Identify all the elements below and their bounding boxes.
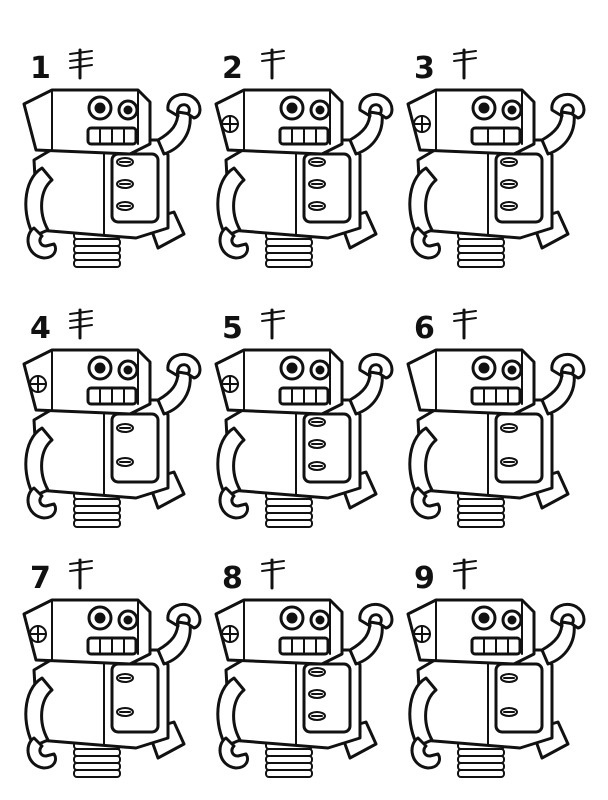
body-panel	[494, 412, 544, 484]
left-claw	[410, 226, 442, 260]
left-claw	[410, 736, 442, 770]
robot-drawing	[214, 308, 394, 528]
robot-cell-6: 6	[392, 280, 592, 540]
robot-drawing	[406, 48, 586, 268]
right-arm	[540, 370, 576, 416]
right-arm	[156, 620, 192, 666]
robot-number: 2	[222, 51, 243, 86]
robot-number: 6	[414, 311, 435, 346]
left-claw	[410, 486, 442, 520]
robot-number: 5	[222, 311, 243, 346]
robot-drawing	[214, 558, 394, 778]
robot-cell-3: 3	[392, 20, 592, 280]
right-arm	[540, 110, 576, 156]
right-arm	[540, 620, 576, 666]
right-claw	[358, 93, 394, 120]
robot-cell-2: 2	[200, 20, 400, 280]
left-claw	[218, 226, 250, 260]
right-claw	[166, 93, 202, 120]
right-arm	[156, 110, 192, 156]
right-claw	[550, 353, 586, 380]
robot-cell-1: 1	[8, 20, 208, 280]
robot-cell-7: 7	[8, 530, 208, 790]
body-panel	[494, 662, 544, 734]
right-arm	[348, 110, 384, 156]
left-leg	[73, 741, 121, 778]
robot-number: 3	[414, 51, 435, 86]
robot-cell-8: 8	[200, 530, 400, 790]
robot-number: 9	[414, 561, 435, 596]
robot-number: 8	[222, 561, 243, 596]
left-claw	[218, 486, 250, 520]
left-claw	[218, 736, 250, 770]
right-claw	[166, 603, 202, 630]
left-claw	[26, 486, 58, 520]
right-arm	[348, 620, 384, 666]
right-claw	[550, 93, 586, 120]
left-leg	[457, 231, 505, 268]
robot-number: 1	[30, 51, 51, 86]
robot-drawing	[22, 308, 202, 528]
robot-number: 4	[30, 311, 51, 346]
left-leg	[73, 231, 121, 268]
robot-drawing	[406, 558, 586, 778]
robot-cell-5: 5	[200, 280, 400, 540]
right-claw	[358, 353, 394, 380]
right-arm	[156, 370, 192, 416]
mouth	[470, 126, 522, 146]
robot-number: 7	[30, 561, 51, 596]
right-claw	[358, 603, 394, 630]
right-claw	[550, 603, 586, 630]
right-claw	[166, 353, 202, 380]
left-claw	[26, 736, 58, 770]
body-panel	[110, 412, 160, 484]
left-claw	[26, 226, 58, 260]
robot-cell-9: 9	[392, 530, 592, 790]
robot-drawing	[22, 48, 202, 268]
robot-cell-4: 4	[8, 280, 208, 540]
right-arm	[348, 370, 384, 416]
body-panel	[110, 662, 160, 734]
robot-drawing	[214, 48, 394, 268]
robot-drawing	[22, 558, 202, 778]
robot-drawing	[406, 308, 586, 528]
